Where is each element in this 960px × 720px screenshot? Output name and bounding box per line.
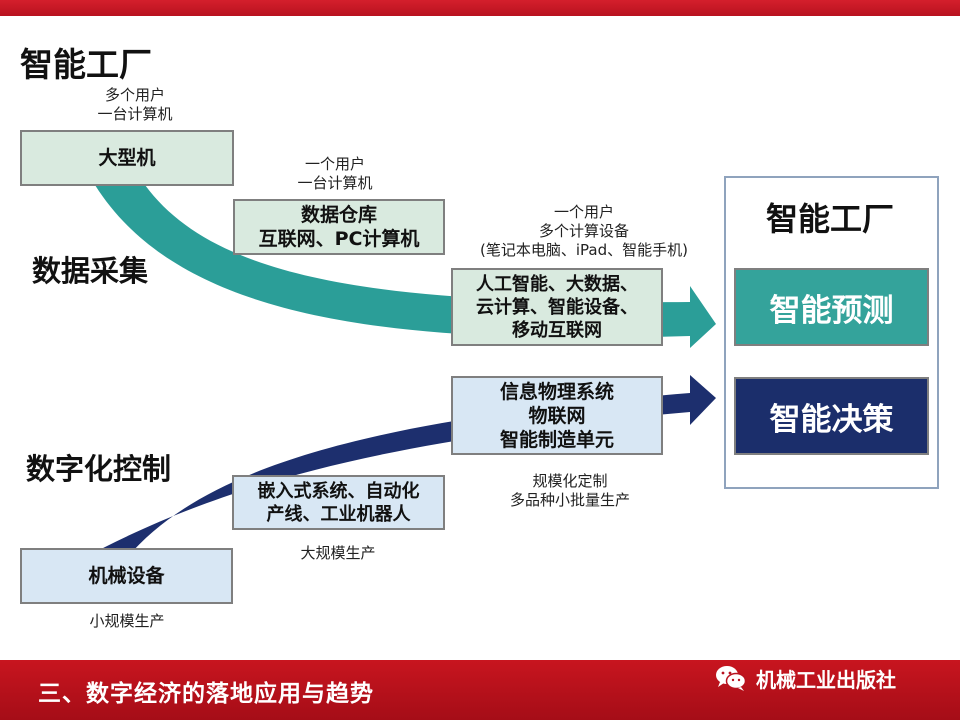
digital-control-label: 数字化控制	[26, 452, 172, 486]
footer-bar	[0, 660, 960, 720]
mainframe-box: 大型机	[20, 130, 234, 186]
machinery-box: 机械设备	[20, 548, 233, 604]
wechat-icon	[716, 666, 747, 691]
top-accent-bar	[0, 0, 960, 16]
smart-prediction-box: 智能预测	[734, 268, 929, 346]
publisher-name: 机械工业出版社	[756, 667, 896, 692]
ai-bigdata-box: 人工智能、大数据、 云计算、智能设备、 移动互联网	[451, 268, 663, 346]
smart-factory-title: 智能工厂	[766, 200, 895, 238]
footer-title: 三、数字经济的落地应用与趋势	[38, 681, 374, 707]
mass-customization-note: 规模化定制 多品种小批量生产	[509, 472, 630, 509]
mass-production-note: 大规模生产	[300, 544, 376, 562]
pc-era-note: 一个用户 一台计算机	[297, 155, 373, 192]
smart-decision-box: 智能决策	[734, 377, 929, 455]
data-collection-label: 数据采集	[32, 254, 149, 288]
page-title: 智能工厂	[20, 45, 152, 84]
cps-iot-box: 信息物理系统 物联网 智能制造单元	[451, 376, 663, 455]
mainframe-note: 多个用户 一台计算机	[97, 86, 173, 123]
data-warehouse-box: 数据仓库 互联网、PC计算机	[233, 199, 445, 255]
embedded-automation-box: 嵌入式系统、自动化 产线、工业机器人	[232, 475, 445, 530]
mobile-era-note: 一个用户 多个计算设备 (笔记本电脑、iPad、智能手机)	[480, 203, 688, 259]
publisher-brand: 机械工业出版社	[714, 664, 896, 692]
small-scale-note: 小规模生产	[89, 612, 165, 630]
